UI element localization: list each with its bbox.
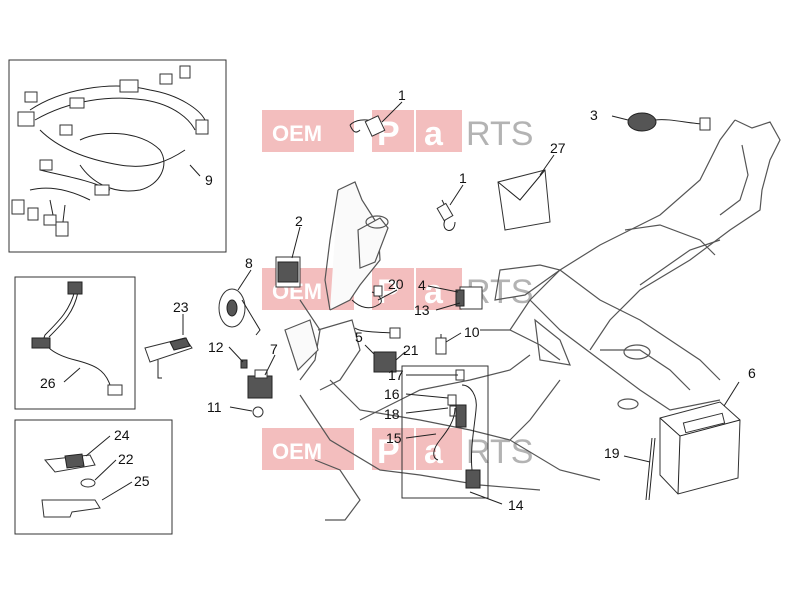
svg-text:BIKE: BIKE [360,444,367,460]
relay-4 [455,286,483,310]
svg-text:OEM: OEM [272,439,322,464]
callout-8: 8 [245,255,253,271]
svg-text:OEM: OEM [272,121,322,146]
svg-text:RTS: RTS [466,115,533,153]
callout-25: 25 [134,473,150,489]
battery-6 [659,401,741,495]
callout-12: 12 [208,339,224,355]
callout-11: 11 [207,399,222,415]
horn-8 [218,288,261,336]
scooter-frame [284,119,781,521]
wiring-harness-illustration [11,65,209,237]
callout-15: 15 [386,430,402,446]
relay-20-cable [351,285,401,339]
callout-9: 9 [205,172,213,188]
inset-box-wiring-harness [8,59,227,253]
tube-19 [645,437,656,501]
callout-1-middle: 1 [459,170,467,186]
toolkit-bag-27 [497,169,551,231]
leader-lines [63,101,740,505]
callout-7: 7 [270,341,278,357]
svg-text:RTS: RTS [466,433,533,471]
sensor-3 [627,112,711,132]
callout-26: 26 [40,375,56,391]
callout-23: 23 [173,299,189,315]
screw-12 [240,359,248,369]
cable-illustration [31,281,123,396]
svg-text:BIKE: BIKE [360,126,367,142]
callout-21: 21 [403,342,419,358]
watermark-bottom: OEM BIKE P a RTS [262,428,533,471]
fuse-10 [435,334,447,355]
callout-10: 10 [464,324,480,340]
svg-text:P: P [377,273,400,311]
inset-box-bracket [14,419,173,535]
callout-20: 20 [388,276,404,292]
callout-3: 3 [590,107,598,123]
callout-14: 14 [508,497,524,513]
relay-switch-top [349,115,386,137]
relay-2 [275,256,301,288]
callout-13: 13 [414,302,430,318]
relay-21 [373,351,397,373]
callout-4: 4 [418,277,426,293]
fuse-box-14 [401,365,489,499]
svg-text:P: P [377,433,400,471]
relay-switch-middle [436,199,456,231]
watermark-top: OEM BIKE P a RTS [262,110,533,153]
callout-5: 5 [355,329,363,345]
callout-17: 17 [388,367,404,383]
callout-19: 19 [604,445,620,461]
callout-22: 22 [118,451,134,467]
bracket-illustration [41,453,101,518]
component-23 [144,337,193,379]
regulator-7 [247,369,273,399]
svg-text:BIKE: BIKE [360,284,367,300]
callout-1-top: 1 [398,87,406,103]
svg-text:a: a [424,115,444,153]
callout-24: 24 [114,427,130,443]
callout-27: 27 [550,140,566,156]
svg-text:P: P [377,115,400,153]
washer-11 [252,406,264,418]
svg-text:a: a [424,273,444,311]
callout-16: 16 [384,386,400,402]
callout-18: 18 [384,406,400,422]
callout-2: 2 [295,213,303,229]
callout-6: 6 [748,365,756,381]
